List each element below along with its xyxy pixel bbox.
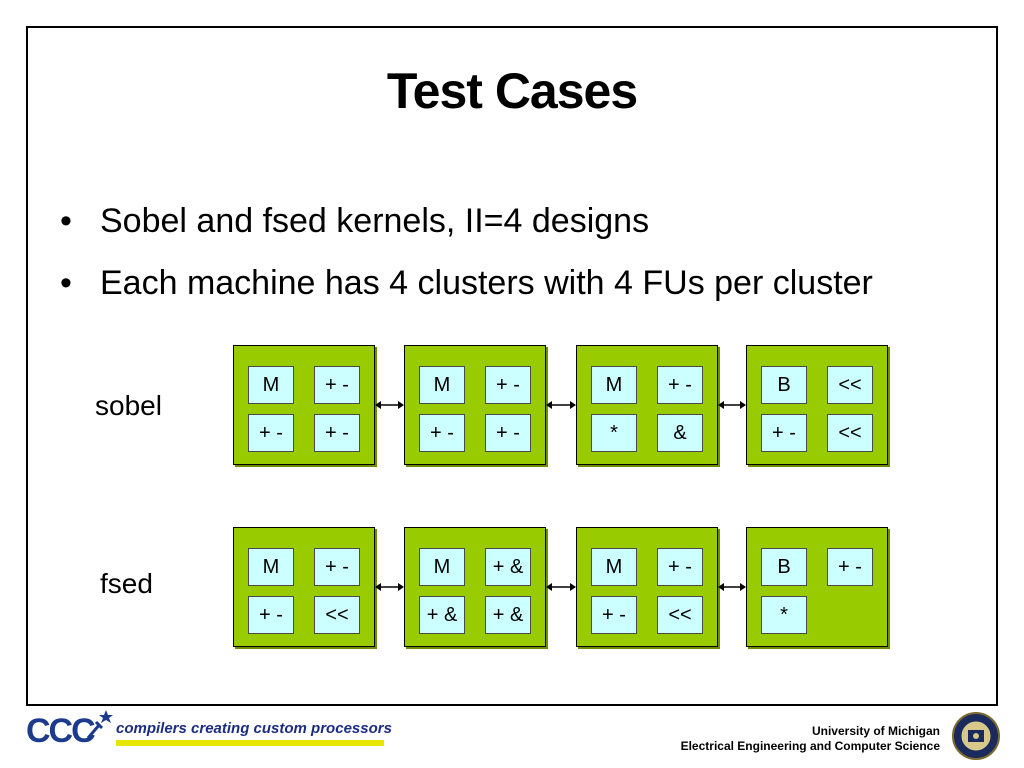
tagline: compilers creating custom processors: [116, 720, 392, 737]
functional-unit: + -: [485, 366, 531, 404]
cluster-link-arrow: [718, 583, 746, 591]
cluster-link-arrow: [375, 583, 404, 591]
university-name: University of Michigan: [811, 724, 940, 738]
cluster: B + - *: [746, 527, 888, 647]
functional-unit: + &: [419, 596, 465, 634]
cluster: M + - + - <<: [576, 527, 718, 647]
functional-unit: <<: [314, 596, 360, 634]
functional-unit: + &: [485, 596, 531, 634]
functional-unit: + -: [314, 414, 360, 452]
functional-unit: + &: [485, 548, 531, 586]
machine-label-sobel: sobel: [95, 390, 162, 421]
cluster: B << + - <<: [746, 345, 888, 465]
bullet-item: Each machine has 4 clusters with 4 FUs p…: [60, 252, 873, 314]
university-block: University of Michigan Electrical Engine…: [681, 724, 940, 754]
cluster: M + - *&: [576, 345, 718, 465]
machine-label-fsed: fsed: [100, 568, 153, 599]
functional-unit: + -: [248, 596, 294, 634]
functional-unit: M: [419, 366, 465, 404]
functional-unit: M: [419, 548, 465, 586]
functional-unit: &: [657, 414, 703, 452]
functional-unit: + -: [314, 548, 360, 586]
functional-unit: + -: [657, 548, 703, 586]
functional-unit: M: [248, 366, 294, 404]
slide-frame: [26, 26, 998, 706]
tagline-bar: [116, 740, 384, 746]
slide-title: Test Cases: [386, 63, 638, 119]
functional-unit: <<: [827, 366, 873, 404]
cluster-link-arrow: [546, 401, 576, 409]
functional-unit: + -: [314, 366, 360, 404]
hammer-star-icon: [86, 710, 113, 739]
functional-unit: M: [591, 366, 637, 404]
functional-unit: + -: [657, 366, 703, 404]
functional-unit: *: [591, 414, 637, 452]
cluster-link-arrow: [375, 401, 404, 409]
functional-unit: <<: [657, 596, 703, 634]
cluster-link-arrow: [546, 583, 576, 591]
ccc-logo-text: CCC: [26, 712, 96, 750]
functional-unit: + -: [761, 414, 807, 452]
department-name: Electrical Engineering and Computer Scie…: [680, 739, 940, 753]
cluster: M + - + - + -: [404, 345, 546, 465]
functional-unit: B: [761, 366, 807, 404]
functional-unit: M: [248, 548, 294, 586]
university-seal-icon: [952, 712, 1000, 760]
functional-unit: + -: [248, 414, 294, 452]
functional-unit: <<: [827, 414, 873, 452]
cluster-link-arrow: [718, 401, 746, 409]
functional-unit: + -: [485, 414, 531, 452]
bullet-item: Sobel and fsed kernels, II=4 designs: [60, 190, 873, 252]
functional-unit: + -: [419, 414, 465, 452]
functional-unit: + -: [827, 548, 873, 586]
cluster: M + & + & + &: [404, 527, 546, 647]
cluster: M + - + - <<: [233, 527, 375, 647]
bullet-list: Sobel and fsed kernels, II=4 designs Eac…: [60, 190, 873, 314]
functional-unit: B: [761, 548, 807, 586]
cluster: M + - + - + -: [233, 345, 375, 465]
functional-unit: *: [761, 596, 807, 634]
functional-unit: + -: [591, 596, 637, 634]
functional-unit: M: [591, 548, 637, 586]
